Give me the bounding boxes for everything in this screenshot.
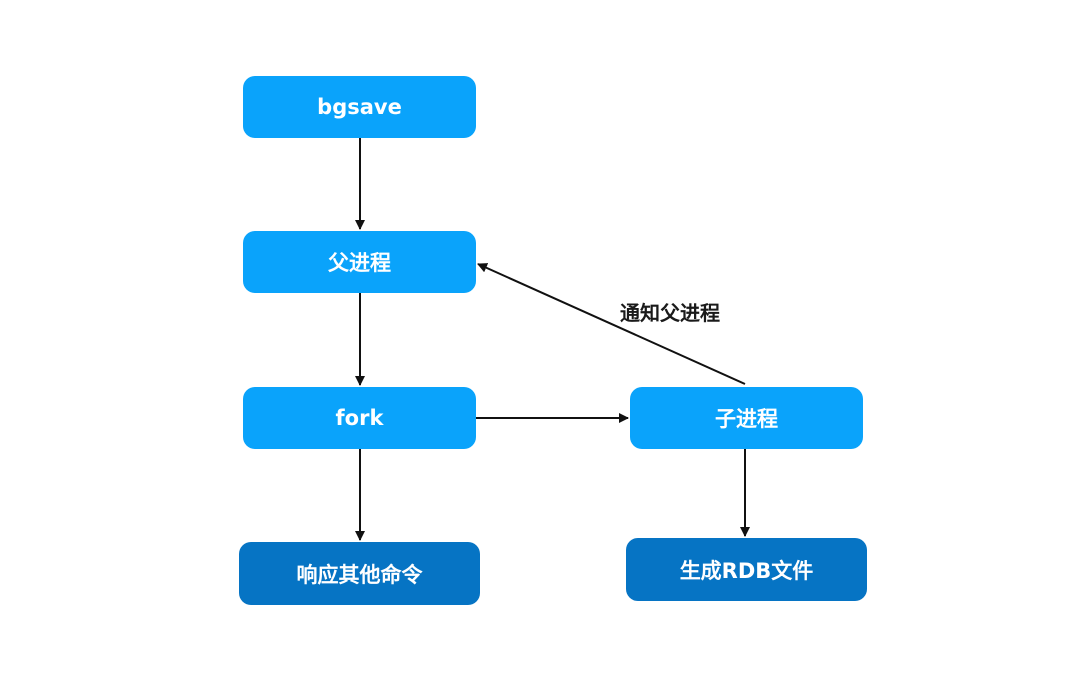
node-child-process-label: 子进程 (715, 407, 778, 431)
node-generate-rdb-file: 生成RDB文件 (626, 538, 867, 601)
edge-label-notify-parent: 通知父进程 (620, 301, 720, 325)
node-respond-other-commands-label: 响应其他命令 (296, 562, 423, 587)
node-parent-process-label: 父进程 (328, 251, 391, 275)
node-fork: fork (243, 387, 476, 449)
edge-child-to-parent (477, 263, 746, 385)
node-fork-label: fork (335, 406, 384, 430)
node-bgsave-label: bgsave (317, 95, 402, 119)
node-respond-other-commands: 响应其他命令 (239, 542, 480, 605)
node-parent-process: 父进程 (243, 231, 476, 293)
node-bgsave: bgsave (243, 76, 476, 138)
node-child-process: 子进程 (630, 387, 863, 449)
node-generate-rdb-file-label: 生成RDB文件 (679, 558, 814, 583)
